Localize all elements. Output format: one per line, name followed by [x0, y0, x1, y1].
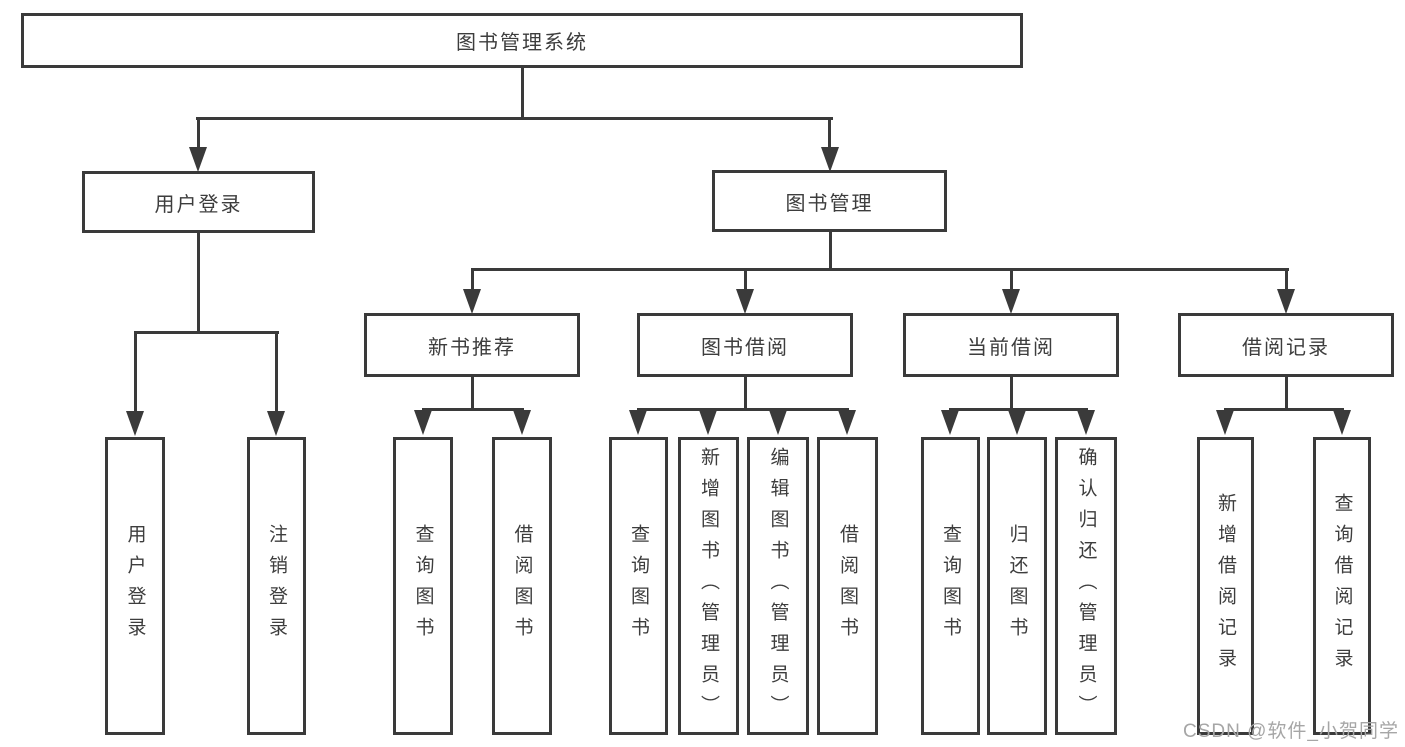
connector-arrowhead — [1216, 410, 1234, 435]
connector-line — [1010, 268, 1013, 292]
node-book-borrow: 图书借阅 — [637, 313, 853, 377]
connector-arrowhead — [1008, 410, 1026, 435]
leaf-records-query-borrow-record: 查询借阅记录 — [1313, 437, 1371, 735]
node-library-management-system: 图书管理系统 — [21, 13, 1023, 68]
leaf-current-query-books: 查询图书 — [921, 437, 980, 735]
leaf-borrow-borrow-books: 借阅图书 — [817, 437, 878, 735]
connector-arrowhead — [769, 410, 787, 435]
connector-line — [422, 408, 524, 411]
leaf-borrow-query-books: 查询图书 — [609, 437, 668, 735]
connector-line — [471, 375, 474, 410]
connector-arrowhead — [1333, 410, 1351, 435]
connector-arrowhead — [838, 410, 856, 435]
connector-arrowhead — [821, 147, 839, 172]
connector-line — [471, 268, 474, 292]
connector-line — [471, 268, 1289, 271]
connector-line — [1285, 268, 1288, 292]
connector-line — [637, 408, 849, 411]
connector-arrowhead — [267, 411, 285, 436]
node-book-management: 图书管理 — [712, 170, 947, 232]
leaf-records-add-borrow-record: 新增借阅记录 — [1197, 437, 1254, 735]
connector-arrowhead — [629, 410, 647, 435]
connector-line — [197, 117, 200, 148]
connector-line — [1010, 375, 1013, 410]
node-current-borrow: 当前借阅 — [903, 313, 1119, 377]
connector-line — [275, 331, 278, 412]
connector-line — [1285, 375, 1288, 410]
connector-arrowhead — [126, 411, 144, 436]
connector-line — [1224, 408, 1344, 411]
connector-line — [744, 375, 747, 410]
connector-line — [744, 268, 747, 292]
leaf-user-login: 用户登录 — [105, 437, 165, 735]
leaf-current-return-books: 归还图书 — [987, 437, 1047, 735]
node-new-book-recommend: 新书推荐 — [364, 313, 580, 377]
connector-arrowhead — [1077, 410, 1095, 435]
connector-arrowhead — [189, 147, 207, 172]
node-user-login: 用户登录 — [82, 171, 315, 233]
node-borrow-records: 借阅记录 — [1178, 313, 1394, 377]
connector-arrowhead — [414, 410, 432, 435]
leaf-recommend-query-books: 查询图书 — [393, 437, 453, 735]
connector-line — [949, 408, 1088, 411]
leaf-logout: 注销登录 — [247, 437, 306, 735]
connector-line — [196, 117, 833, 120]
connector-arrowhead — [941, 410, 959, 435]
connector-arrowhead — [1002, 289, 1020, 314]
leaf-borrow-add-books-admin: 新增图书（管理员） — [678, 437, 739, 735]
connector-line — [134, 331, 279, 334]
leaf-borrow-edit-books-admin: 编辑图书（管理员） — [747, 437, 809, 735]
connector-line — [197, 232, 200, 333]
connector-arrowhead — [699, 410, 717, 435]
connector-arrowhead — [513, 410, 531, 435]
leaf-current-confirm-return-admin: 确认归还（管理员） — [1055, 437, 1117, 735]
connector-line — [521, 68, 524, 118]
connector-line — [134, 331, 137, 412]
connector-line — [829, 232, 832, 270]
connector-arrowhead — [736, 289, 754, 314]
connector-arrowhead — [463, 289, 481, 314]
connector-line — [828, 117, 831, 148]
csdn-watermark: CSDN @软件_小贺同学 — [1183, 721, 1399, 742]
connector-arrowhead — [1277, 289, 1295, 314]
leaf-recommend-borrow-books: 借阅图书 — [492, 437, 552, 735]
